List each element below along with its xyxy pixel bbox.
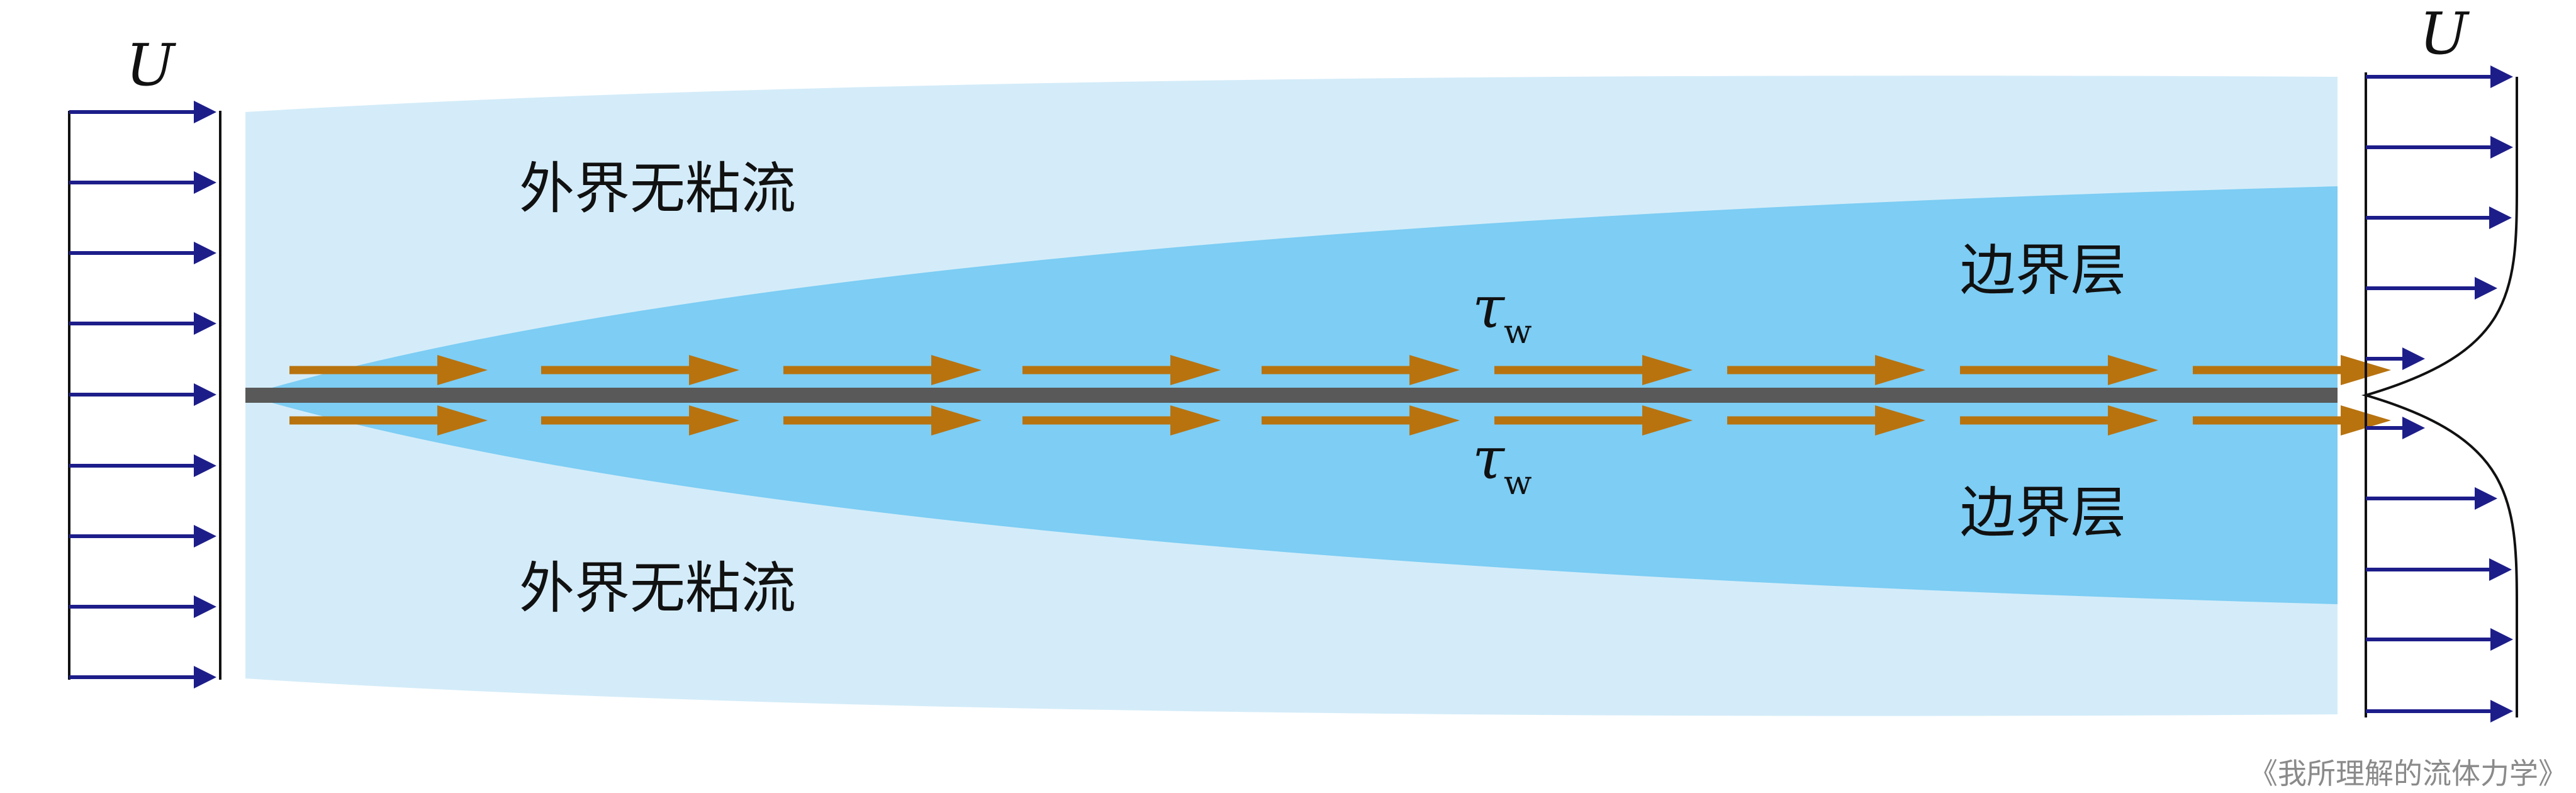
- shear-arrow-bottom-6: [1494, 405, 1693, 436]
- flat-plate: [245, 388, 2338, 403]
- shear-arrow-top-8: [1960, 355, 2158, 385]
- shear-arrow-head: [2108, 405, 2158, 436]
- shear-arrow-bottom-8: [1960, 405, 2158, 436]
- wall-shear-bottom-subscript: w: [1504, 464, 1532, 502]
- shear-arrow-head: [1642, 355, 1693, 385]
- outer-flow-bottom-label: 外界无粘流: [519, 556, 796, 621]
- shear-arrow-head: [437, 355, 488, 385]
- boundary-layer-top-label: 边界层: [1960, 238, 2126, 303]
- shear-arrow-bottom-3: [783, 405, 982, 436]
- shear-arrow-bottom-1: [289, 405, 488, 436]
- shear-arrow-top-6: [1494, 355, 1693, 385]
- shear-arrow-head: [2108, 355, 2158, 385]
- shear-arrow-head: [931, 405, 982, 436]
- shear-arrow-bottom-7: [1727, 405, 1925, 436]
- shear-arrow-head: [437, 405, 488, 436]
- shear-arrow-head: [1875, 405, 1925, 436]
- outer-flow-top-label: 外界无粘流: [519, 156, 796, 221]
- shear-arrow-head: [1875, 355, 1925, 385]
- shear-arrow-head: [1170, 405, 1221, 436]
- outlet-velocity-profile: [2361, 65, 2518, 723]
- shear-arrow-head: [689, 355, 739, 385]
- shear-arrow-top-7: [1727, 355, 1925, 385]
- shear-arrow-top-4: [1022, 355, 1221, 385]
- shear-arrow-head: [931, 355, 982, 385]
- boundary-layer-bottom-label: 边界层: [1960, 480, 2126, 545]
- shear-arrow-bottom-5: [1262, 405, 1460, 436]
- shear-arrow-top-1: [289, 355, 488, 385]
- freestream-velocity-left-label: U: [126, 31, 177, 99]
- shear-arrow-top-2: [541, 355, 739, 385]
- wall-shear-top-subscript: w: [1504, 313, 1532, 351]
- shear-arrow-head: [1642, 405, 1693, 436]
- inlet-velocity-profile: [68, 101, 221, 689]
- shear-arrow-top-5: [1262, 355, 1460, 385]
- shear-arrow-head: [1170, 355, 1221, 385]
- shear-arrow-bottom-2: [541, 405, 739, 436]
- shear-arrow-head: [1409, 355, 1460, 385]
- shear-arrow-top-3: [783, 355, 982, 385]
- shear-arrow-head: [1409, 405, 1460, 436]
- wall-shear-bottom-symbol: τ: [1472, 425, 1506, 492]
- shear-arrow-bottom-4: [1022, 405, 1221, 436]
- shear-arrow-head: [689, 405, 739, 436]
- freestream-velocity-right-label: U: [2419, 0, 2470, 67]
- wall-shear-top-symbol: τ: [1472, 274, 1506, 341]
- outlet-profile-curve: [2361, 77, 2518, 717]
- source-watermark: 《我所理解的流体力学》: [2249, 756, 2567, 790]
